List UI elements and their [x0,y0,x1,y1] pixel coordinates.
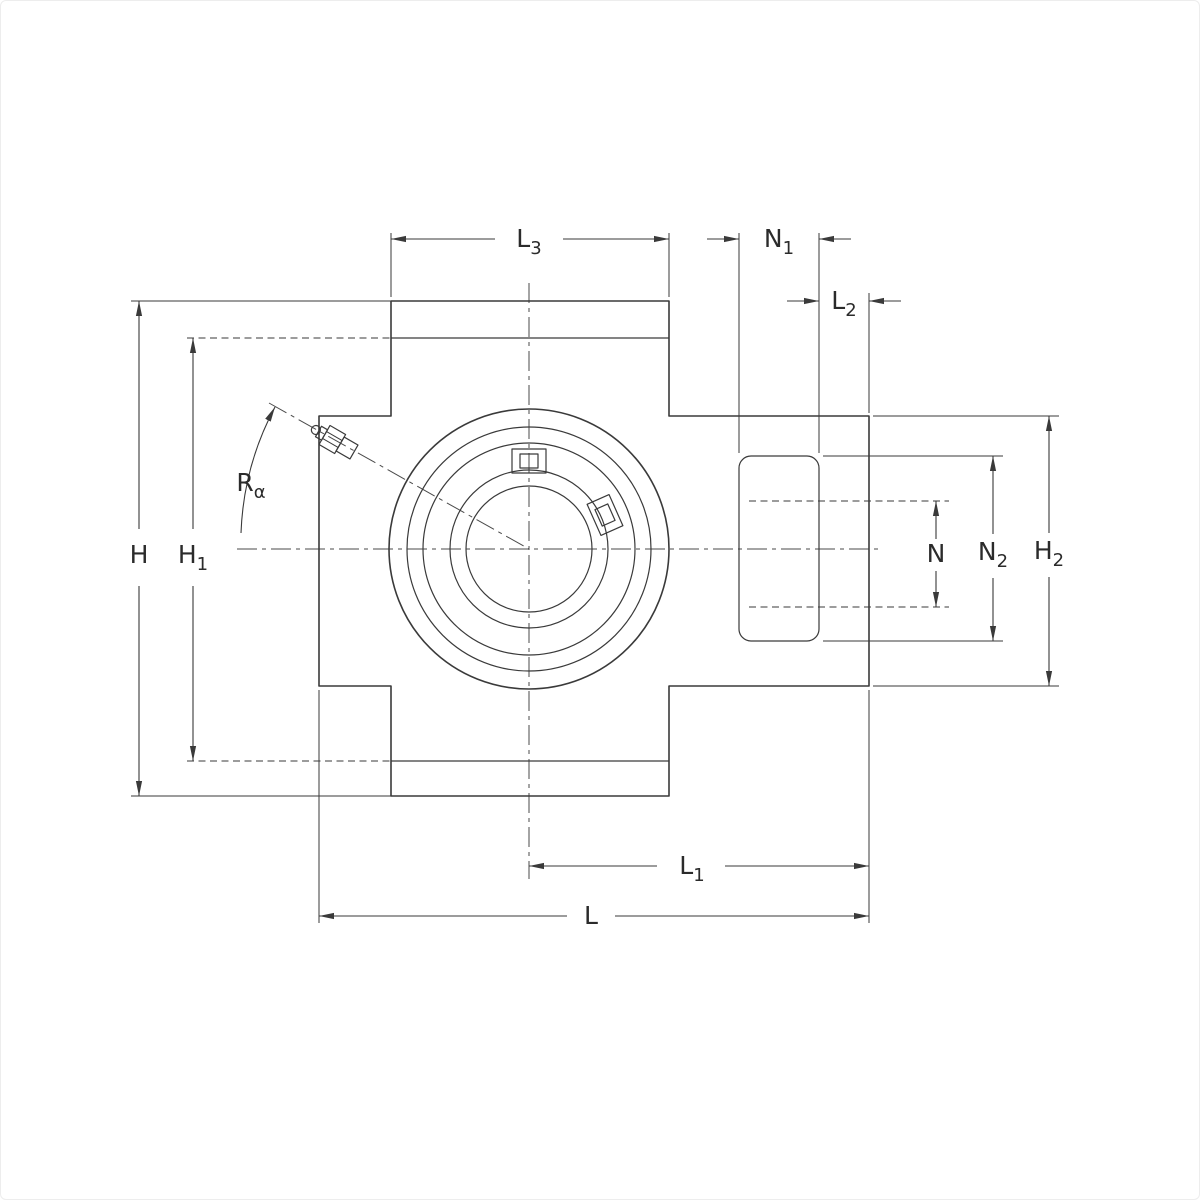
bearing-seat [388,408,670,690]
grease-nipple-hex [318,424,347,455]
dim-label-L2: L2 [831,286,856,321]
dim-label-L3: L3 [516,224,541,259]
dim-label-Ra: Rα [236,468,265,503]
shaft-bore [465,485,593,613]
housing-boss-circle [388,408,670,690]
dim-label-H: H [130,540,149,569]
dim-label-N1: N1 [764,224,794,259]
grease-fitting-axis-centerline [268,402,530,550]
bearing-outer-ring-circle [449,469,609,629]
dim-label-H2: H2 [1034,536,1064,571]
dim-L2: L2 [787,286,901,413]
dim-H: H [130,300,391,797]
grease-nipple-base [335,436,359,460]
seat-circle-inner [422,442,636,656]
grease-nipple-tip [310,424,321,436]
dim-label-N2: N2 [978,537,1008,572]
angle-arc [240,406,276,534]
dim-label-L: L [584,901,598,930]
housing [318,300,949,797]
set-screw-top [511,448,547,474]
dim-Ra: Rα [236,406,276,534]
dim-label-N: N [927,539,946,568]
set-screw-socket [594,503,616,527]
take-up-slot [738,455,820,642]
dim-N1: N1 [707,224,851,453]
dim-N: N [927,501,946,607]
housing-outline [318,300,870,797]
set-screw-body [586,493,624,537]
grease-nipple-facet [326,431,343,441]
seat-circle-outer [406,426,652,672]
dim-N2: N2 [823,455,1008,642]
dim-H2: H2 [873,415,1064,687]
set-screw-socket [519,453,539,469]
dim-L3: L3 [390,224,670,297]
set-screw-body [511,448,547,474]
dim-label-H1: H1 [178,540,208,575]
dim-label-L1: L1 [679,851,704,886]
dim-L: L [318,690,869,930]
dim-L1: L1 [529,690,870,923]
grease-nipple-facet [322,438,339,448]
grease-nipple-neck [314,425,329,441]
centerlines [237,283,879,879]
dim-H1: H1 [178,337,391,762]
grease-nipple [310,424,359,460]
set-screw-side [586,493,624,537]
